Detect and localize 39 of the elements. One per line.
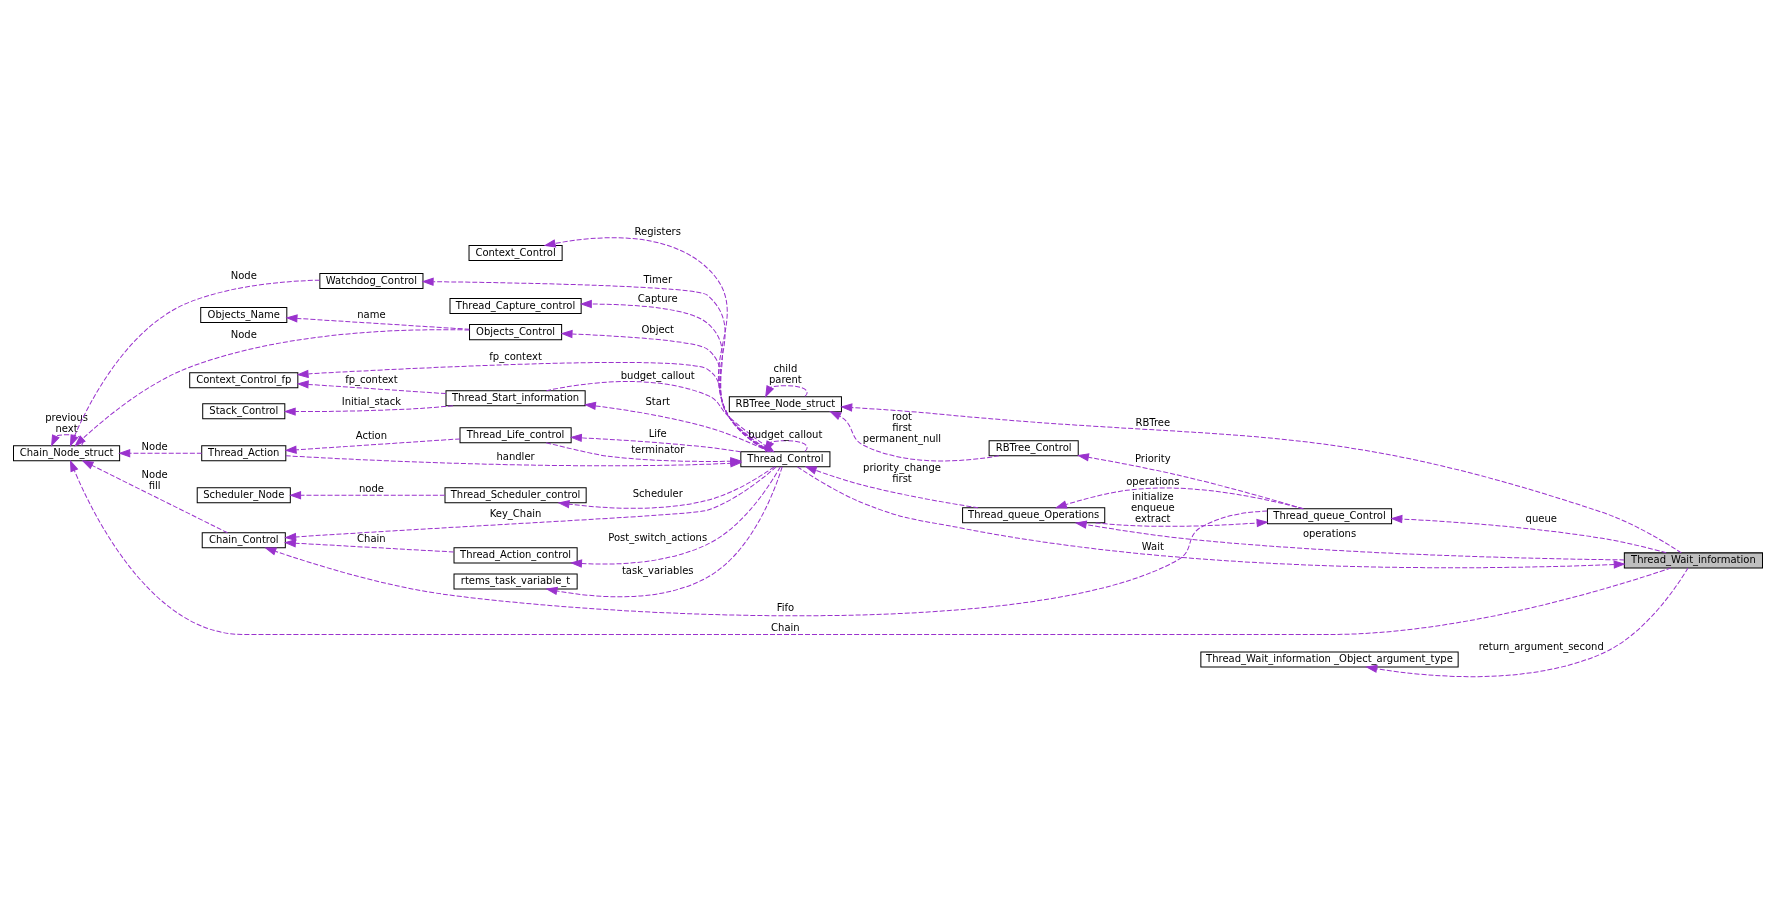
edge-label: Wait xyxy=(1141,541,1164,553)
edge-label: Node xyxy=(141,441,168,453)
edge-label: fp_context xyxy=(489,351,542,363)
edge-label: Scheduler xyxy=(632,488,683,500)
edge-label: root first permanent_null xyxy=(862,411,942,445)
edge-label: Chain xyxy=(357,533,386,545)
edge-label: queue xyxy=(1525,513,1557,525)
edge-label: fp_context xyxy=(345,374,398,386)
edge-label: handler xyxy=(496,451,535,463)
edge-label: Node fill xyxy=(141,469,168,492)
edge-label: Initial_stack xyxy=(341,396,402,408)
edge-label: Action xyxy=(355,430,388,442)
edge-label: task_variables xyxy=(621,565,694,577)
edge-label: return_argument_second xyxy=(1478,641,1604,653)
edge-label: RBTree xyxy=(1135,417,1171,429)
edge-label: priority_change first xyxy=(863,462,941,485)
edge-label: terminator xyxy=(631,444,685,456)
edge-label: name xyxy=(357,309,386,321)
edge-label: Registers xyxy=(634,226,681,238)
edge-label: budget_callout xyxy=(748,428,823,440)
edge-label: operations xyxy=(1126,476,1180,488)
edge-label: Priority xyxy=(1135,453,1171,465)
edge-label: operations xyxy=(1302,528,1357,540)
edge-label: Key_Chain xyxy=(489,508,542,520)
edge-label: Capture xyxy=(637,293,678,305)
edge-label: Fifo xyxy=(776,602,795,614)
edge-label: Node xyxy=(230,270,257,282)
edge-label: Object xyxy=(641,324,675,336)
edge-label: previous next xyxy=(45,411,88,434)
edge-label: Life xyxy=(648,428,667,440)
edge-label: Chain xyxy=(771,622,800,634)
edge-label: Start xyxy=(645,396,670,408)
edge-label: Timer xyxy=(643,274,673,286)
edge-label: node xyxy=(358,483,384,495)
edge-label: budget_callout xyxy=(620,370,695,382)
edge-label: child parent xyxy=(768,362,802,385)
edge-label: initialize enqueue extract xyxy=(1130,491,1175,525)
edge-label: Post_switch_actions xyxy=(608,532,708,544)
edge-label: Node xyxy=(230,329,257,341)
